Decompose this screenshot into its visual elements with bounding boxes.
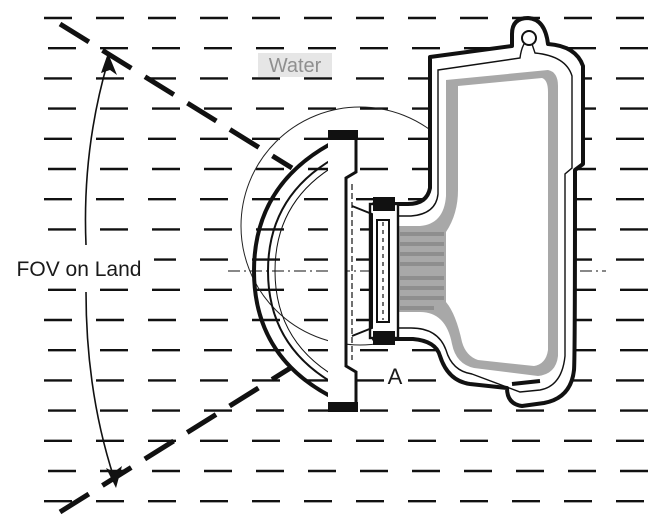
dome-inner-shell <box>266 153 343 389</box>
housing-top-bump <box>521 30 537 46</box>
water-label-text: Water <box>269 55 322 77</box>
fov-arrowhead-top <box>101 53 117 75</box>
dome-flange-top-cap <box>328 130 358 140</box>
adapter-bayonet <box>351 205 373 337</box>
port-adapter <box>351 197 400 345</box>
housing-white-cavity <box>446 78 548 366</box>
dome-flange-bottom-cap <box>328 402 358 412</box>
fov-arc <box>84 60 115 479</box>
fov-lower-line <box>58 364 294 515</box>
fov-arc-lower <box>85 291 115 479</box>
fov-arrowheads <box>101 53 122 488</box>
dome-inner-shell-2 <box>274 159 346 383</box>
camera-housing <box>372 16 585 408</box>
point-a-label: A <box>388 364 403 389</box>
fov-label-background <box>4 252 154 282</box>
fov-boundary-lines <box>58 21 294 515</box>
dome-outer-shell <box>251 138 339 402</box>
fov-label: FOV on Land <box>17 258 142 281</box>
dome-port <box>251 130 358 412</box>
fov-upper-line <box>58 21 294 171</box>
lens-rings <box>400 232 444 310</box>
adapter-top-block <box>373 197 395 211</box>
water-label-background <box>258 53 332 77</box>
housing-bottom-tab <box>511 379 541 386</box>
water-label: Water <box>258 53 332 77</box>
fov-arc-upper <box>84 60 109 246</box>
fov-arrowhead-bottom <box>106 466 122 488</box>
adapter-bottom-block <box>373 331 395 345</box>
